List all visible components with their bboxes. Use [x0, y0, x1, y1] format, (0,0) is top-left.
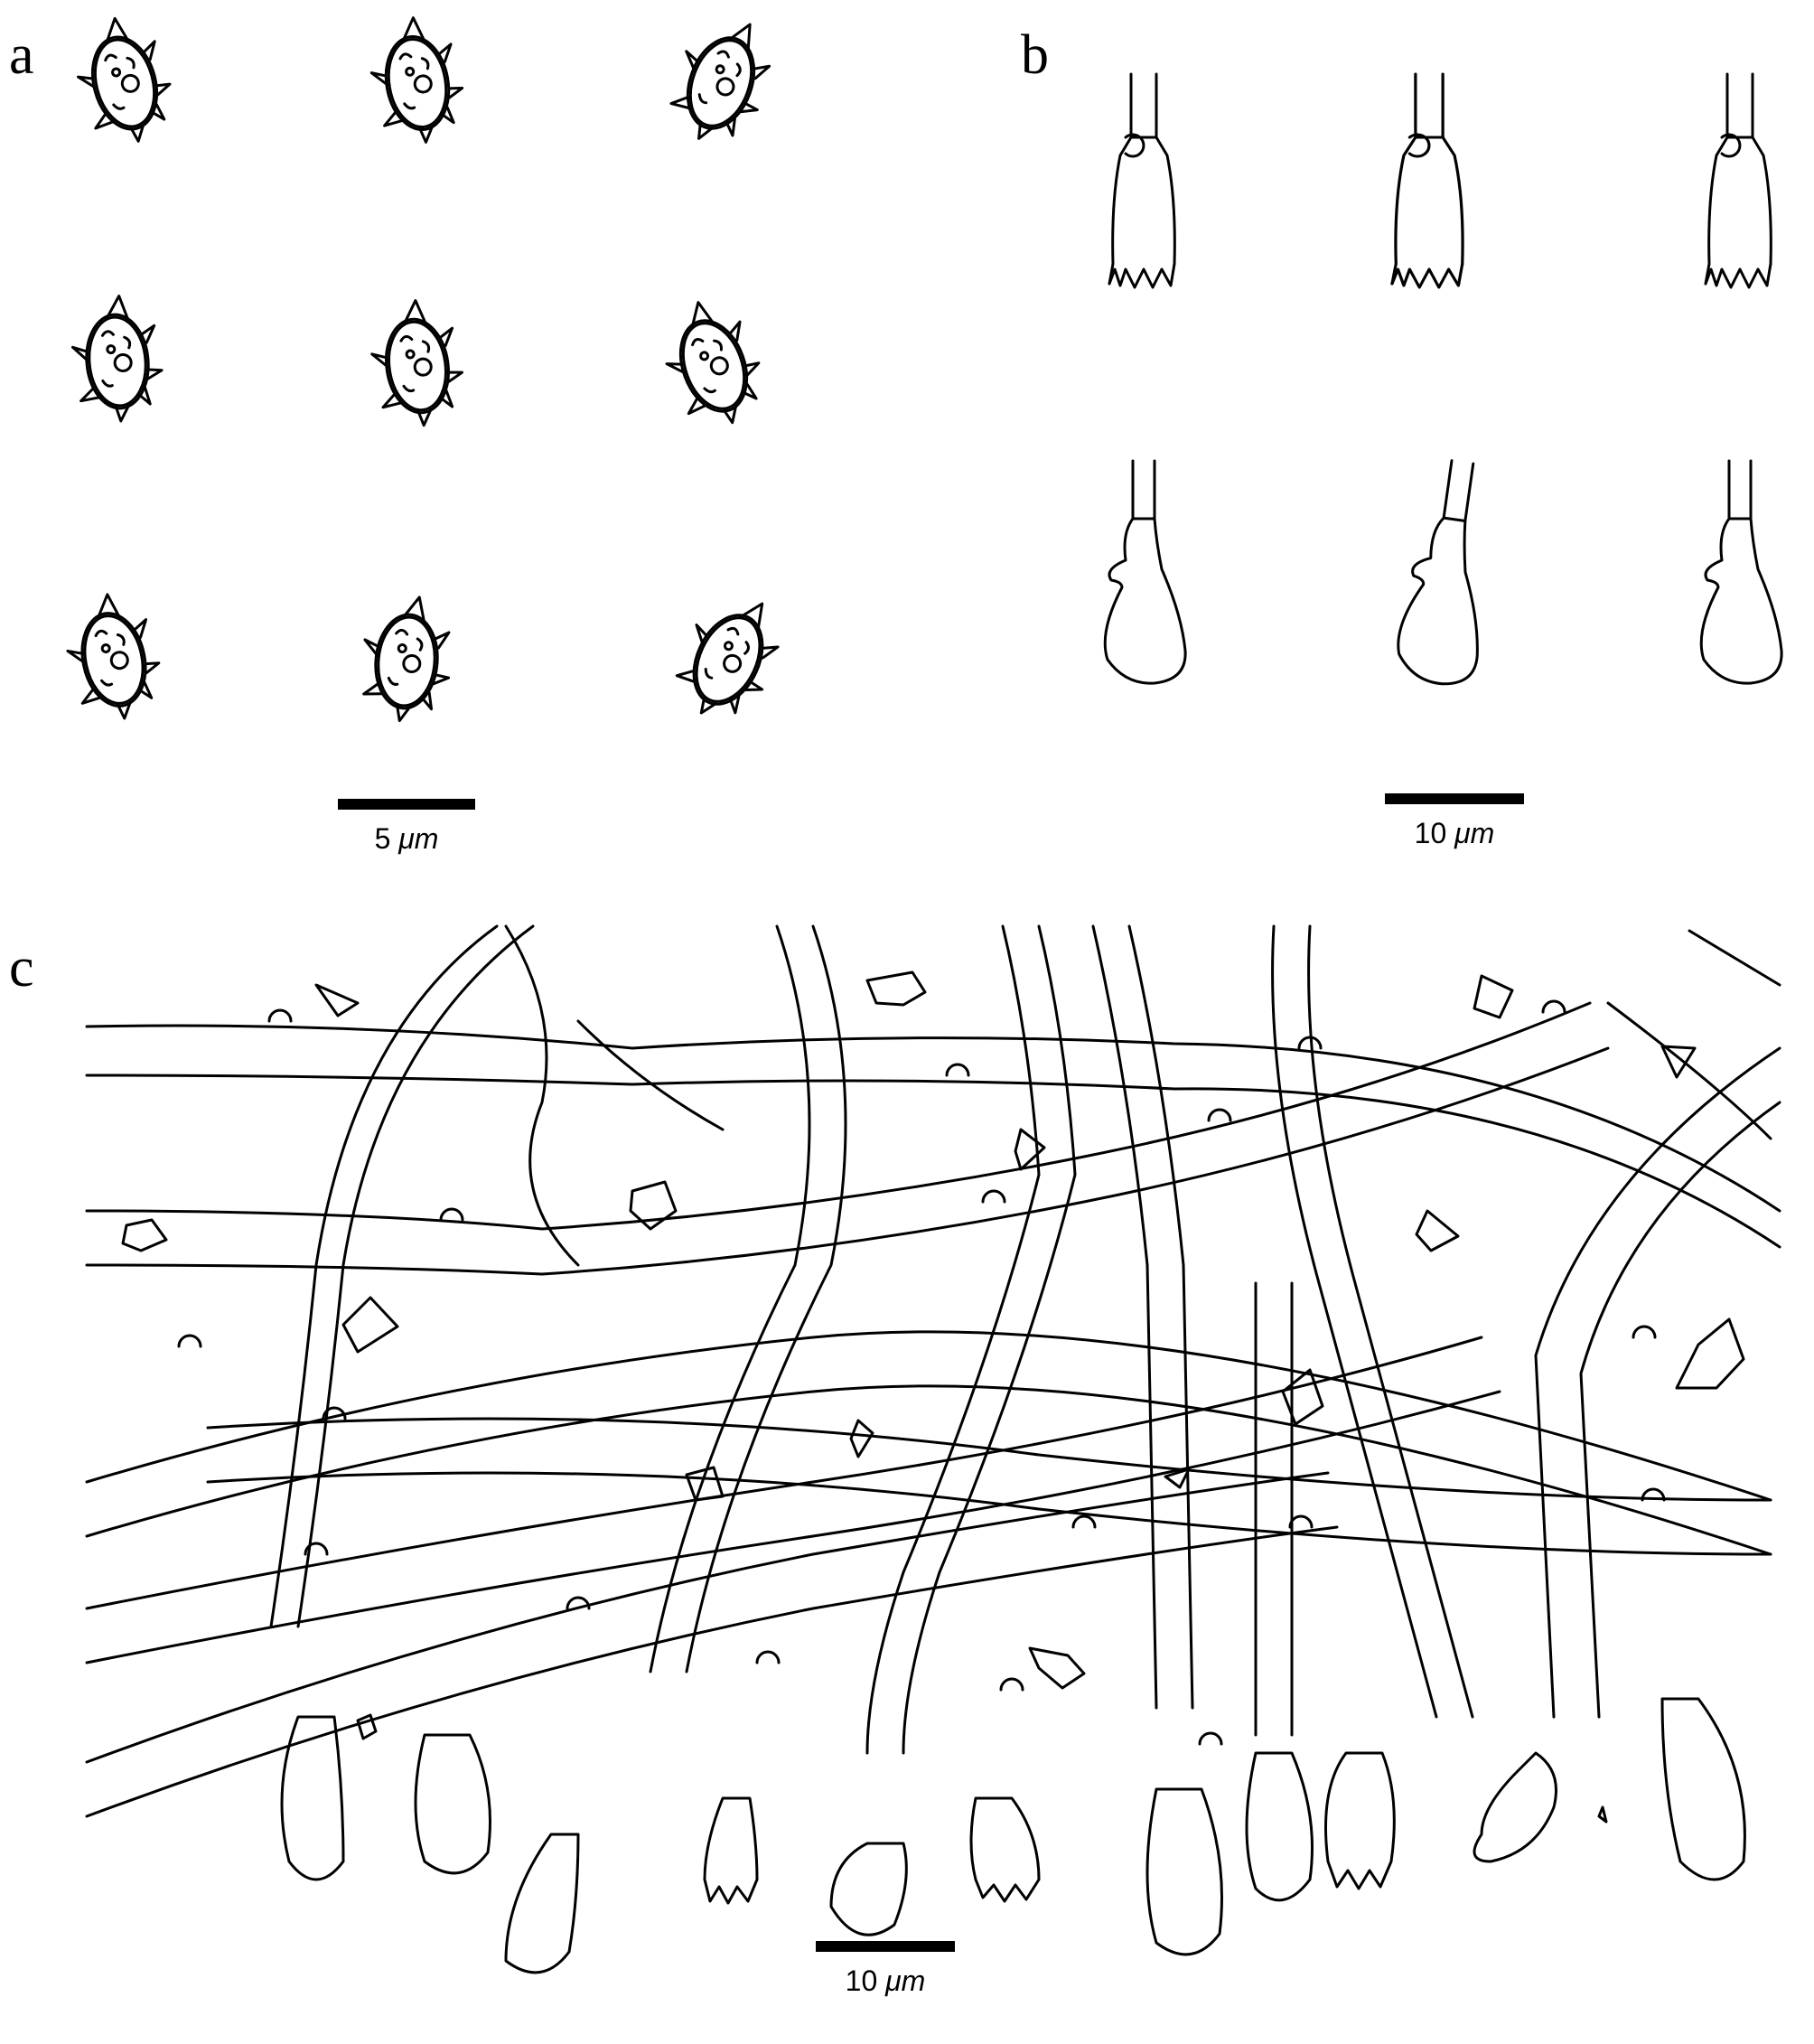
spore-icon — [658, 5, 786, 155]
basidium-icon — [1704, 72, 1772, 289]
hypha-icon — [1534, 1046, 1781, 1719]
hypha-icon — [85, 1024, 1781, 1249]
panel-b-basidia — [1103, 72, 1783, 690]
scale-bar-a-value: 5 — [374, 822, 391, 855]
basidiole-icon — [280, 1715, 345, 1881]
hypha-icon — [504, 924, 725, 1267]
hypha-icon — [865, 924, 1077, 1755]
scale-bar-a-unit: μm — [398, 822, 439, 855]
hypha-icon — [1091, 924, 1194, 1710]
basidiole-icon — [1391, 455, 1506, 690]
spore-icon — [356, 591, 457, 727]
scale-bar-b-value: 10 — [1414, 817, 1447, 849]
basidiole-icon — [1245, 1751, 1314, 1902]
spore-icon — [662, 580, 797, 734]
spore-icon — [363, 294, 471, 433]
basidiole-icon — [414, 1733, 491, 1875]
scale-bar-c-unit: μm — [885, 1964, 926, 1997]
spore-icon — [649, 288, 777, 438]
spore-icon — [56, 586, 171, 729]
scale-bar-c-line — [816, 1941, 955, 1952]
spore-icon — [64, 7, 183, 154]
scale-bar-b-line — [1385, 793, 1524, 804]
hypha-icon — [1271, 924, 1474, 1719]
basidiole-icon — [504, 1833, 580, 1974]
hypha-icon — [206, 1417, 1772, 1556]
panel-b-label: b — [1021, 24, 1049, 86]
scale-bar-c-value: 10 — [845, 1964, 878, 1997]
spore-icon — [361, 10, 472, 151]
basidiole-icon — [1473, 1751, 1557, 1863]
crystal-icon — [121, 970, 1745, 1824]
scale-bar-b-unit: μm — [1454, 817, 1495, 849]
hypha-icon — [649, 924, 847, 1674]
scale-bar-a-line — [338, 799, 475, 810]
basidium-icon — [969, 1796, 1041, 1903]
hypha-icon — [1606, 929, 1781, 1140]
basidiole-icon — [1103, 459, 1187, 685]
basidiole-icon — [829, 1842, 908, 1936]
scale-bar-a: 5 μm — [316, 799, 497, 856]
panel-c-label: c — [9, 937, 34, 999]
basidium-icon — [703, 1796, 759, 1905]
hypha-icon — [1254, 1281, 1294, 1737]
basidiole-icon — [1660, 1697, 1746, 1881]
basidium-icon — [1324, 1751, 1396, 1890]
hypha-icon — [85, 1336, 1501, 1664]
panel-a-label: a — [9, 24, 34, 86]
basidium-icon — [1108, 72, 1176, 289]
basidiole-icon — [1699, 459, 1783, 685]
basidium-icon — [1390, 72, 1464, 289]
panel-a-spores — [56, 5, 797, 734]
hypha-icon — [85, 1001, 1610, 1276]
scale-bar-b: 10 μm — [1364, 793, 1545, 850]
panel-c-hyphae — [85, 924, 1781, 1974]
hypha-icon — [269, 924, 535, 1628]
spore-icon — [67, 291, 168, 427]
basidiole-icon — [1145, 1787, 1223, 1956]
scale-bar-c: 10 μm — [795, 1941, 976, 1998]
hypha-icon — [85, 1330, 1772, 1556]
hypha-icon — [85, 1471, 1339, 1818]
